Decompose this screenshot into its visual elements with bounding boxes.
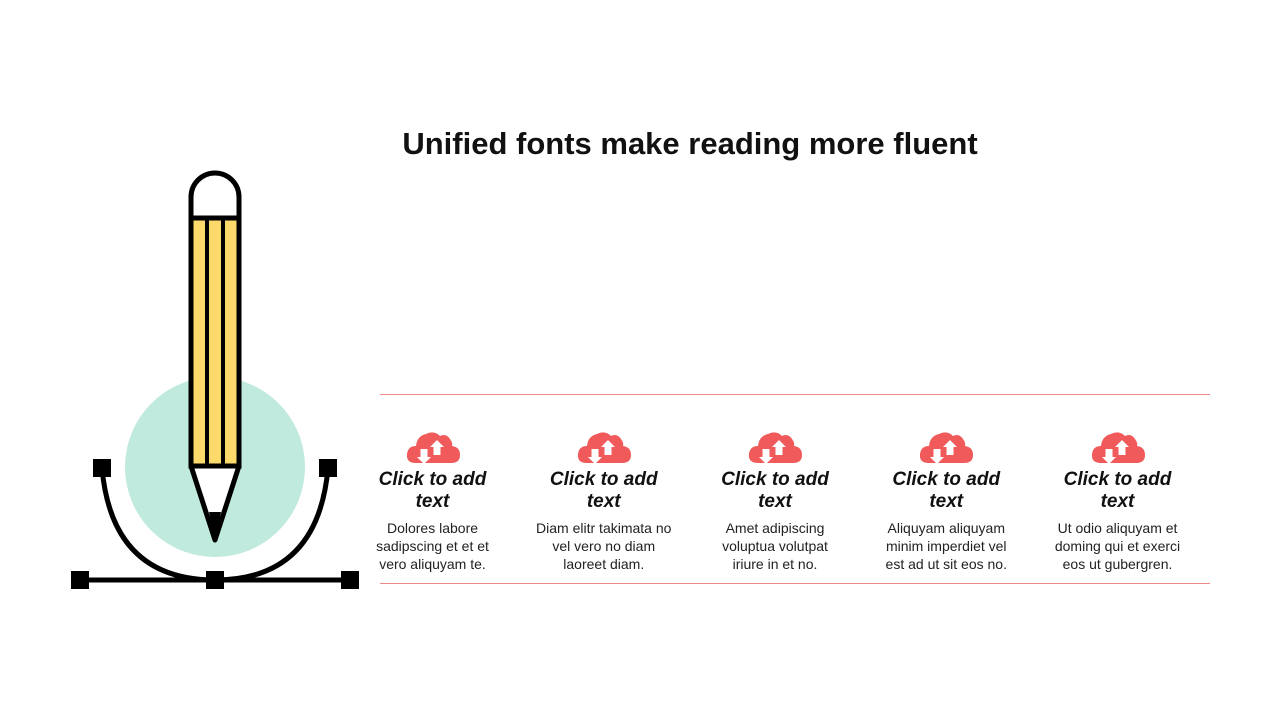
cloud-transfer-icon <box>406 432 460 464</box>
cloud-transfer-icon <box>577 432 631 464</box>
pencil-icon <box>188 170 242 543</box>
feature-item: Click to add text Aliquyam aliquyam mini… <box>861 425 1032 575</box>
slide-title[interactable]: Unified fonts make reading more fluent <box>402 126 978 161</box>
feature-item: Click to add text Ut odio aliquyam et do… <box>1032 425 1203 575</box>
feature-heading[interactable]: Click to add text <box>378 469 487 512</box>
feature-heading[interactable]: Click to add text <box>892 469 1001 512</box>
feature-item: Click to add text Amet adipiscing volupt… <box>690 425 861 575</box>
cloud-transfer-icon <box>748 432 802 464</box>
feature-heading[interactable]: Click to add text <box>721 469 829 512</box>
feature-heading[interactable]: Click to add text <box>1063 469 1172 512</box>
anchor-handle <box>206 571 224 589</box>
anchor-handle <box>93 459 111 477</box>
feature-item: Click to add text Diam elitr takimata no… <box>518 425 689 575</box>
cloud-transfer-icon <box>1091 432 1145 464</box>
pencil-curve-illustration <box>71 170 359 589</box>
divider-top <box>380 394 1210 395</box>
feature-body[interactable]: Ut odio aliquyam et doming qui et exerci… <box>1054 520 1181 572</box>
feature-body[interactable]: Dolores labore sadipscing et et et vero … <box>376 520 489 572</box>
feature-body[interactable]: Diam elitr takimata no vel vero no diam … <box>536 520 672 572</box>
feature-row: Click to add text Dolores labore sadipsc… <box>347 425 1203 575</box>
feature-body[interactable]: Amet adipiscing voluptua volutpat iriure… <box>722 520 828 572</box>
divider-bottom <box>380 583 1210 584</box>
cloud-transfer-icon <box>920 432 974 464</box>
feature-item: Click to add text Dolores labore sadipsc… <box>347 425 518 575</box>
anchor-handle <box>71 571 89 589</box>
feature-heading[interactable]: Click to add text <box>549 469 658 512</box>
anchor-handle <box>319 459 337 477</box>
anchor-handle <box>341 571 359 589</box>
feature-body[interactable]: Aliquyam aliquyam minim imperdiet vel es… <box>885 520 1007 572</box>
